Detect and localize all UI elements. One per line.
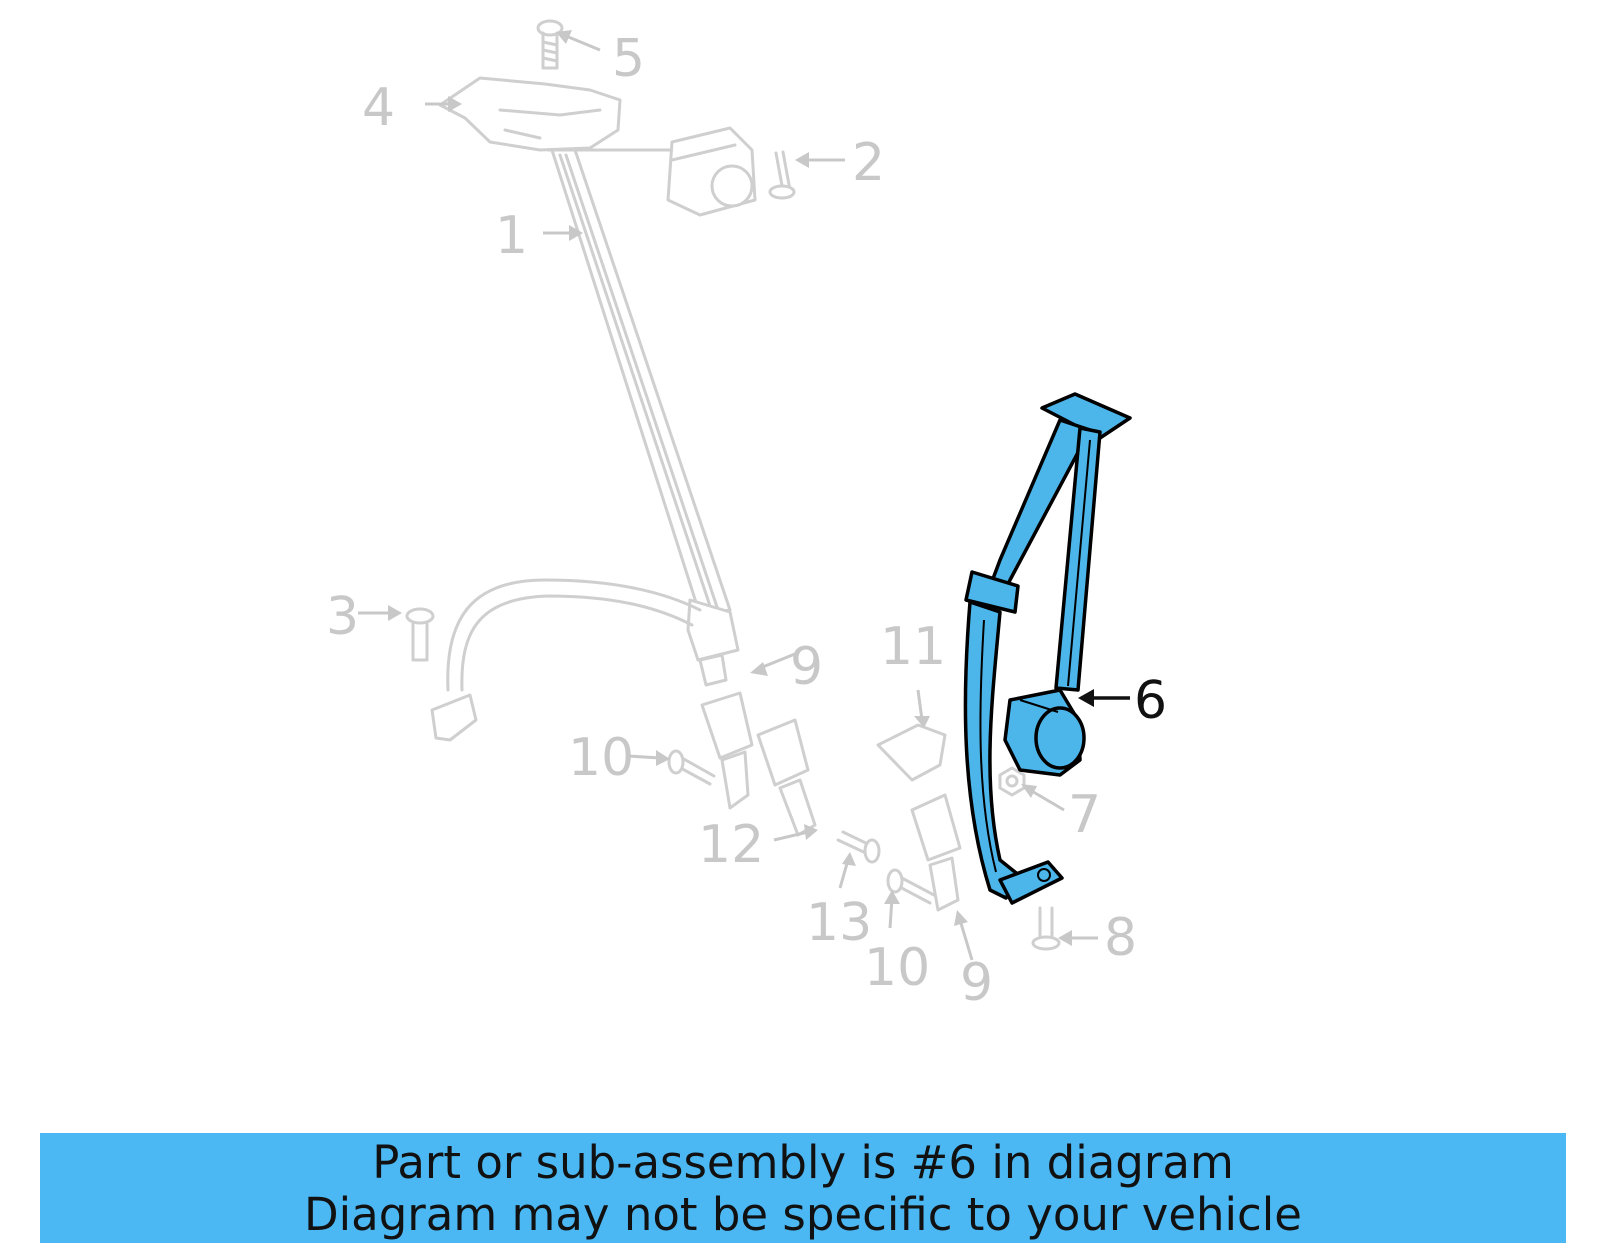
part-3-bolt xyxy=(405,607,435,662)
callout-7: 7 xyxy=(1068,785,1101,845)
callout-arrow-6 xyxy=(1078,689,1130,707)
callout-11: 11 xyxy=(880,617,946,677)
callout-6: 6 xyxy=(1134,671,1167,731)
callout-9-upper: 9 xyxy=(790,637,823,697)
part-4-bracket xyxy=(438,76,622,152)
callout-9-lower: 9 xyxy=(960,953,993,1013)
part-5-bolt xyxy=(536,19,564,70)
part-10-bolt-right xyxy=(886,868,936,905)
info-banner: Part or sub-assembly is #6 in diagram Di… xyxy=(40,1133,1566,1243)
part-9-buckle-right xyxy=(910,793,962,912)
banner-line-1: Part or sub-assembly is #6 in diagram xyxy=(372,1136,1234,1189)
part-10-bolt-left xyxy=(667,749,716,786)
callout-1: 1 xyxy=(495,206,528,266)
part-13-bolt xyxy=(836,830,881,864)
part-6-guide-loop xyxy=(964,570,1020,614)
part-6-lower-strap xyxy=(963,600,1022,900)
callout-3: 3 xyxy=(326,587,359,647)
callout-5: 5 xyxy=(612,29,645,89)
callout-4: 4 xyxy=(362,78,395,138)
banner-line-2: Diagram may not be specific to your vehi… xyxy=(304,1188,1302,1241)
part-11-clip xyxy=(876,723,947,782)
part-6-lower-anchor xyxy=(998,860,1064,905)
part-6-vertical-strap xyxy=(1054,426,1102,692)
callout-10-right: 10 xyxy=(864,938,930,998)
part-8-bolt xyxy=(1031,906,1061,951)
part-lap-belt xyxy=(430,578,702,742)
callout-12: 12 xyxy=(698,815,764,875)
part-12-buckle xyxy=(756,718,817,837)
callout-8: 8 xyxy=(1104,908,1137,968)
callout-13: 13 xyxy=(806,893,872,953)
callout-arrows xyxy=(358,30,1098,961)
part-2-retractor xyxy=(666,126,757,217)
callout-2: 2 xyxy=(852,133,885,193)
part-2-bolt xyxy=(768,150,796,200)
part-7-nut xyxy=(998,766,1026,797)
callout-10-left: 10 xyxy=(568,728,634,788)
part-9-buckle-left xyxy=(700,691,754,810)
part-6-seat-belt-assembly[interactable] xyxy=(963,392,1132,905)
